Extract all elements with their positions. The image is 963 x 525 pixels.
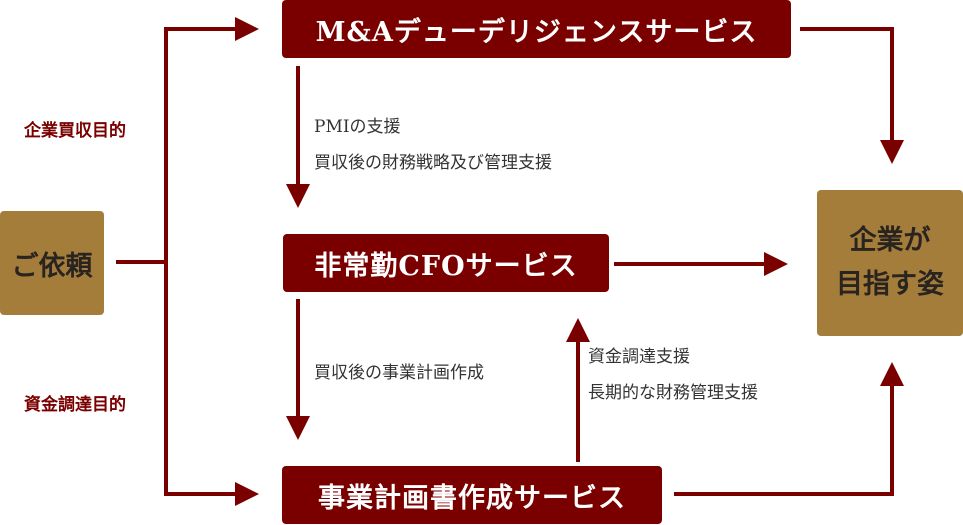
note-line: 長期的な財務管理支援: [588, 383, 758, 403]
fundraising-purpose-label: 資金調達目的: [24, 395, 126, 415]
request-node: ご依頼: [0, 211, 104, 315]
part-time-cfo-service-node: 非常勤CFOサービス: [283, 234, 609, 292]
cfo-service-label: 非常勤CFOサービス: [314, 250, 578, 282]
plan-service-label: 事業計画書作成サービス: [318, 482, 626, 514]
goal-node: 企業が 目指す姿: [817, 190, 963, 336]
business-plan-service-node: 事業計画書作成サービス: [282, 466, 662, 524]
request-label: ご依頼: [11, 250, 93, 282]
cfo-to-plan-note: 買収後の事業計画作成: [314, 355, 484, 391]
edge-plan-to-goal: [674, 362, 904, 496]
note-line: PMIの支援: [314, 117, 401, 137]
goal-label-line-1: 企業が: [849, 225, 931, 256]
ma-due-diligence-service-node: M&Aデューデリジェンスサービス: [282, 0, 791, 58]
ma-service-label: M&Aデューデリジェンスサービス: [315, 16, 758, 48]
edge-ma-to-goal: [800, 27, 904, 164]
note-line: 買収後の事業計画作成: [314, 363, 484, 383]
plan-to-cfo-note: 資金調達支援 長期的な財務管理支援: [588, 339, 758, 411]
acquisition-purpose-label: 企業買収目的: [24, 121, 126, 141]
note-line: 買収後の財務戦略及び管理支援: [314, 153, 552, 173]
ma-to-cfo-note: PMIの支援 買収後の財務戦略及び管理支援: [314, 109, 552, 181]
note-line: 資金調達支援: [588, 347, 690, 367]
goal-label-line-2: 目指す姿: [836, 269, 944, 300]
